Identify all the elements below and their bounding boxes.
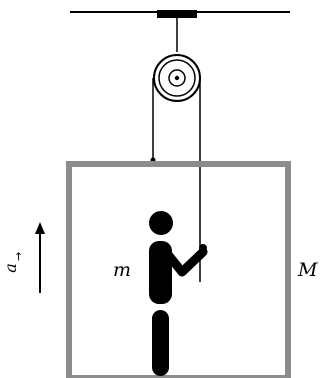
pulley	[153, 54, 201, 102]
acceleration-label: a	[1, 263, 20, 273]
box-mass-label: M	[297, 259, 318, 281]
person-figure	[149, 211, 208, 376]
elevator-box	[66, 161, 291, 378]
person-mass-label: m	[113, 259, 131, 281]
acceleration-vector-mark: →	[12, 252, 25, 261]
pulley-mount	[157, 10, 197, 18]
acceleration-arrow	[35, 222, 45, 293]
